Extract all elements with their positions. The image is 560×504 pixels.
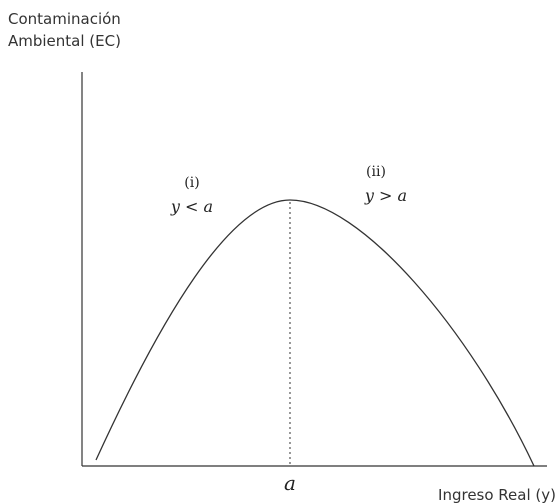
region-ii-label: (ii) [366, 164, 386, 180]
region-i-label: (i) [184, 175, 199, 191]
region-ii-condition: y > a [364, 186, 407, 205]
region-i-condition: y < a [170, 197, 213, 216]
x-axis-label: Ingreso Real (y) [438, 486, 556, 504]
x-marker-a: a [284, 471, 296, 495]
y-axis-label-line2: Ambiental (EC) [8, 32, 121, 50]
y-axis-label-line1: Contaminación [8, 10, 121, 28]
kuznets-curve [95, 199, 535, 467]
